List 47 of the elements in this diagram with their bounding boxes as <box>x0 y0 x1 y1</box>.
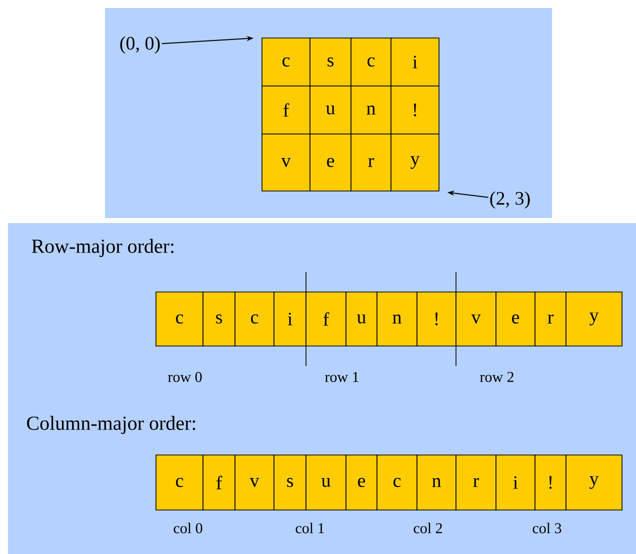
group-label: col 1 <box>296 522 324 534</box>
letter-cell: i <box>274 292 306 346</box>
letter-cell: s <box>310 38 352 86</box>
letter-cell: c <box>234 292 274 346</box>
letter-cell: r <box>456 454 496 510</box>
letter-cell: ! <box>534 454 566 510</box>
letter-cell: c <box>376 454 418 510</box>
letter-cell: ! <box>390 86 440 134</box>
group-label: col 2 <box>414 522 442 534</box>
letter-cell: c <box>350 38 392 86</box>
letter-cell: f <box>202 454 236 510</box>
letter-cell: u <box>306 454 346 510</box>
coordinate-label: (0, 0) <box>120 36 160 54</box>
letter-cell: n <box>350 86 392 134</box>
letter-cell: i <box>390 38 440 86</box>
letter-cell: n <box>376 292 418 346</box>
letter-cell: v <box>456 292 496 346</box>
letter-cell: u <box>310 86 352 134</box>
letter-cell: ! <box>416 292 456 346</box>
group-label: col 3 <box>532 522 562 534</box>
letter-cell: c <box>156 454 204 510</box>
letter-cell: n <box>416 454 456 510</box>
section-heading: Row-major order: <box>32 238 174 258</box>
letter-cell: u <box>346 292 378 346</box>
letter-cell: e <box>310 134 352 192</box>
letter-cell: i <box>496 454 536 510</box>
letter-cell: s <box>202 292 236 346</box>
group-label: row 2 <box>480 372 514 382</box>
section-heading: Column-major order: <box>27 416 196 434</box>
letter-cell: s <box>274 454 306 510</box>
letter-cell: y <box>566 454 622 510</box>
letter-cell: v <box>262 134 310 192</box>
letter-cell: r <box>534 292 566 346</box>
letter-cell: f <box>306 292 346 346</box>
letter-cell: r <box>350 134 392 192</box>
group-label: row 0 <box>168 372 202 382</box>
letter-cell: c <box>156 292 204 346</box>
coordinate-label: (2, 3) <box>490 191 530 209</box>
letter-cell: c <box>262 38 310 86</box>
letter-cell: v <box>234 454 274 510</box>
letter-cell: e <box>496 292 536 346</box>
letter-cell: e <box>346 454 378 510</box>
letter-cell: y <box>390 134 440 192</box>
group-label: col 0 <box>174 522 202 534</box>
group-label: row 1 <box>325 372 358 382</box>
letter-cell: y <box>566 292 622 346</box>
letter-cell: f <box>262 86 310 134</box>
